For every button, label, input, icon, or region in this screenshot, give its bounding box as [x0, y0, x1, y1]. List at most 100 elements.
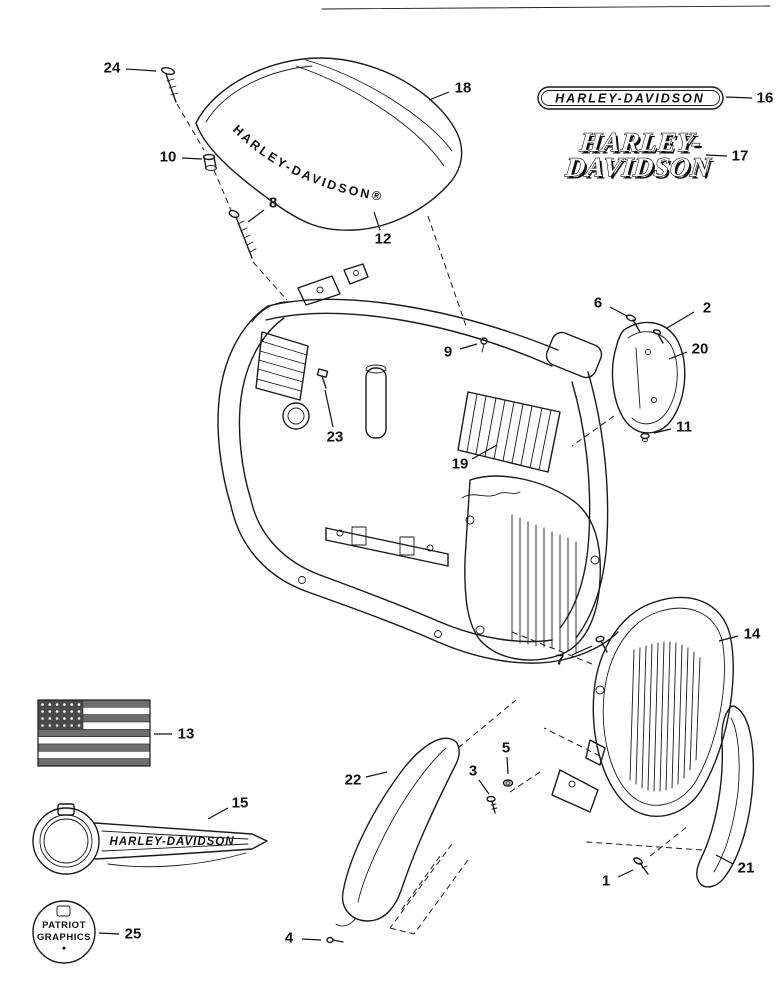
flag-star [55, 717, 59, 720]
flag-decal [37, 699, 151, 767]
leader-line-11 [653, 428, 672, 434]
callout-20: 20 [692, 341, 709, 358]
leader-line-18 [428, 91, 450, 101]
flag-star [70, 703, 73, 706]
callout-23: 23 [327, 429, 344, 446]
leader-line-4 [301, 938, 322, 941]
key-fob-decal: HARLEY-DAVIDSON [32, 803, 268, 875]
leader-line-15 [207, 807, 229, 820]
callout-1: 1 [602, 873, 610, 890]
rail-bracket [351, 526, 367, 546]
flag-star [77, 710, 81, 713]
leader-line-19 [471, 444, 498, 460]
flag-star [77, 703, 81, 706]
callout-10: 10 [160, 149, 177, 166]
screw-8 [228, 209, 257, 259]
callout-4: 4 [285, 930, 294, 947]
flag-star [41, 703, 44, 706]
flag-star [77, 717, 81, 720]
left-vent-panel [255, 331, 309, 401]
leader-line-2 [666, 311, 695, 329]
screw-24 [160, 66, 179, 103]
spacer-10 [202, 153, 217, 171]
flag-star [77, 724, 81, 727]
fuel-tank-console: HARLEY-DAVIDSON® [195, 57, 463, 231]
flag-star [63, 710, 66, 713]
leader-line-1 [617, 869, 634, 878]
callout-22: 22 [345, 772, 362, 789]
leader-line-7 [571, 645, 593, 656]
flag-star [41, 710, 44, 713]
screw-9 [480, 337, 488, 353]
key-fob-text: HARLEY-DAVIDSON [109, 836, 234, 848]
callout-5: 5 [502, 740, 510, 757]
flag-star [70, 724, 73, 727]
flag-star [41, 717, 44, 720]
callout-14: 14 [744, 626, 761, 643]
screw-1 [633, 857, 649, 875]
leader-line-17 [705, 154, 728, 157]
callout-16: 16 [757, 90, 774, 107]
script-logo-line1-shadow: HARLEY- [580, 130, 706, 160]
side-cover-vents [629, 641, 701, 792]
frame-hole [282, 402, 310, 430]
flag-star [70, 717, 73, 720]
leader-line-24 [125, 68, 157, 72]
screw-6 [625, 314, 641, 333]
leader-line-20 [668, 351, 688, 360]
callout-13: 13 [178, 726, 195, 743]
stamp-line2: GRAPHICS [37, 932, 91, 943]
leader-line-25 [98, 932, 120, 935]
leader-line-16 [725, 96, 753, 99]
flag-star [48, 724, 52, 727]
steering-head [545, 331, 603, 379]
side-cover-lower [551, 596, 734, 818]
leader-line-9 [459, 343, 478, 350]
frame-assembly [217, 263, 619, 664]
trim-strip [696, 705, 755, 888]
leader-line-6 [609, 306, 628, 317]
callout-21: 21 [738, 860, 755, 877]
seat-pillar [365, 364, 387, 439]
flag-canton [37, 699, 84, 730]
leader-line-10 [181, 157, 203, 160]
callout-24: 24 [104, 60, 121, 77]
script-logo-decal: HARLEY- DAVIDSON HARLEY- DAVIDSON [563, 126, 716, 185]
script-logo-line2-shadow: DAVIDSON [565, 155, 715, 185]
side-cover-upper [611, 321, 686, 434]
stamp-line1: PATRIOT [42, 920, 86, 931]
flag-star [55, 724, 59, 727]
stamp-mark: ✦ [61, 944, 68, 953]
flag-star [70, 710, 73, 713]
leader-line-23 [324, 389, 334, 428]
rivet-11 [640, 432, 650, 442]
script-logo-line1: HARLEY- [578, 127, 704, 157]
bar-logo-inner-outline [541, 90, 720, 106]
leader-line-14 [718, 635, 739, 642]
callout-17: 17 [732, 148, 749, 165]
callout-15: 15 [232, 795, 249, 812]
leader-line-5 [506, 756, 509, 775]
callout-11: 11 [676, 419, 692, 436]
callout-2: 2 [703, 300, 711, 317]
bar-logo-text: HARLEY-DAVIDSON [555, 92, 705, 106]
washer-5 [502, 779, 514, 787]
bar-logo-outline [537, 86, 724, 110]
flag-star [41, 724, 44, 727]
flag-star [48, 710, 52, 713]
dashed-guides [176, 103, 703, 935]
tank-decal-textpath: HARLEY-DAVIDSON® [230, 122, 382, 204]
callout-9: 9 [444, 344, 452, 361]
right-vent-panel [457, 391, 561, 473]
bar-logo-decal: HARLEY-DAVIDSON [537, 86, 724, 110]
callout-8: 8 [269, 195, 277, 212]
script-logo-line2: DAVIDSON [563, 152, 713, 182]
front-panel [335, 737, 460, 927]
callout-25: 25 [125, 926, 142, 943]
flag-star [55, 703, 59, 706]
bolt-23 [316, 368, 329, 389]
patriot-graphics-stamp: PATRIOT GRAPHICS ✦ [32, 900, 96, 964]
flag-star [48, 717, 52, 720]
